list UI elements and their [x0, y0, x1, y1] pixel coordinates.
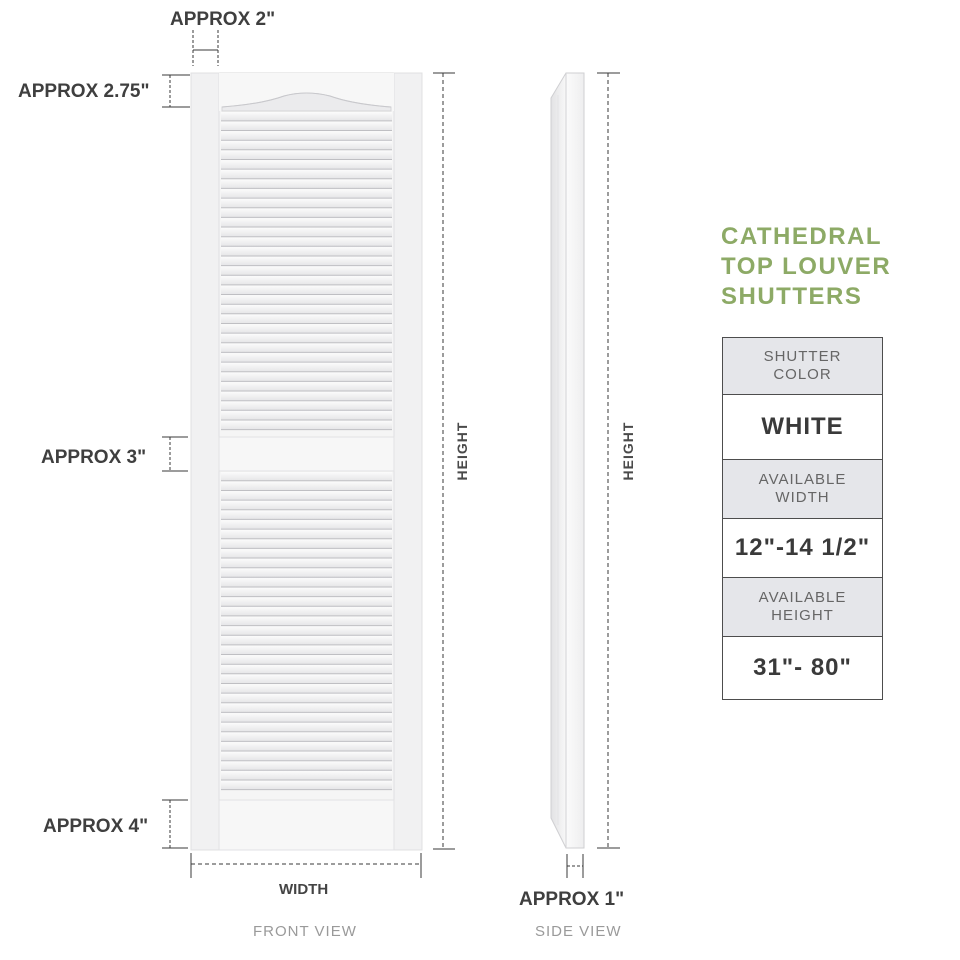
louver-slat [221, 179, 392, 189]
available-width-value: 12"-14 1/2" [722, 518, 883, 578]
louver-slat [221, 529, 392, 539]
shutter-color-value: WHITE [722, 394, 883, 460]
louver-slat [221, 237, 392, 246]
louver-slat [221, 420, 392, 430]
louver-slat [221, 722, 392, 732]
available-width-label-line2: WIDTH [775, 489, 830, 506]
louver-slat [221, 684, 392, 693]
louver-slat [221, 491, 392, 500]
louver-slat [221, 626, 392, 635]
middle-rail-dimension-label: APPROX 3" [41, 447, 147, 468]
louver-slat [221, 732, 392, 741]
louver-slat [221, 121, 392, 131]
louver-slat [221, 131, 392, 140]
front-height-label: HEIGHT [454, 421, 470, 481]
louver-slat [221, 247, 392, 256]
louver-slat [221, 227, 392, 237]
louver-slat [221, 266, 392, 275]
shutter-color-label-line2: COLOR [773, 366, 832, 383]
louver-slat [221, 198, 392, 208]
louver-slat [221, 150, 392, 160]
louver-slat [221, 761, 392, 770]
louver-slat [221, 411, 392, 420]
title-line-2: TOP LOUVER [721, 253, 892, 280]
louver-slat [221, 510, 392, 520]
louver-slat [221, 713, 392, 722]
louver-slat [221, 587, 392, 597]
shutter-color-header: SHUTTER COLOR [722, 337, 883, 395]
louver-slat [221, 305, 392, 314]
louver-slat [221, 218, 392, 227]
dimension-lines [162, 30, 620, 878]
available-height-value: 31"- 80" [722, 636, 883, 700]
louver-slat [221, 112, 392, 121]
side-view-caption: SIDE VIEW [535, 923, 622, 940]
louver-slat [221, 333, 392, 343]
louver-slat [221, 655, 392, 664]
louver-slat [221, 616, 392, 626]
lower-louvers [221, 472, 392, 791]
louver-slat [221, 189, 392, 198]
front-view-caption: FRONT VIEW [253, 923, 357, 940]
width-dimension-label: WIDTH [279, 881, 329, 898]
louver-slat [221, 607, 392, 616]
side-view-shutter [550, 72, 585, 849]
louver-slat [221, 703, 392, 713]
louver-slat [221, 578, 392, 587]
bottom-rail-dimension-label: APPROX 4" [43, 816, 149, 837]
available-height-label-line1: AVAILABLE [758, 589, 847, 606]
louver-slat [221, 665, 392, 674]
louver-slat [221, 169, 392, 179]
louver-slat [221, 276, 392, 285]
louver-slat [221, 343, 392, 353]
louver-slat [221, 693, 392, 703]
louver-slat [221, 558, 392, 568]
available-width-label-line1: AVAILABLE [758, 471, 847, 488]
louver-slat [221, 481, 392, 491]
louver-slat [221, 780, 392, 790]
louver-slat [221, 472, 392, 481]
louver-slat [221, 362, 392, 372]
louver-slat [221, 256, 392, 266]
side-height-label: HEIGHT [620, 421, 636, 481]
louver-slat [221, 539, 392, 548]
louver-slat [221, 324, 392, 333]
louver-slat [221, 314, 392, 324]
louver-slat [221, 520, 392, 529]
front-view-shutter [190, 72, 423, 851]
louver-slat [221, 500, 392, 510]
louver-slat [221, 382, 392, 391]
louver-slat [221, 285, 392, 295]
louver-slat [221, 674, 392, 684]
upper-louvers [221, 112, 392, 431]
louver-slat [221, 208, 392, 217]
louver-slat [221, 742, 392, 751]
louver-slat [221, 353, 392, 362]
product-title: CATHEDRAL TOP LOUVER SHUTTERS [721, 222, 891, 312]
available-width-header: AVAILABLE WIDTH [722, 459, 883, 519]
louver-slat [221, 645, 392, 655]
shutter-color-label-line1: SHUTTER [763, 348, 842, 365]
top-stile-dimension-label: APPROX 2" [170, 9, 276, 30]
top-rail-dimension-label: APPROX 2.75" [18, 81, 150, 102]
depth-dimension-label: APPROX 1" [519, 889, 625, 910]
title-line-3: SHUTTERS [721, 283, 863, 310]
louver-slat [221, 295, 392, 304]
available-height-header: AVAILABLE HEIGHT [722, 577, 883, 637]
louver-slat [221, 636, 392, 645]
title-line-1: CATHEDRAL [721, 223, 883, 250]
available-height-label-line2: HEIGHT [771, 607, 834, 624]
louver-slat [221, 391, 392, 401]
louver-slat [221, 771, 392, 780]
louver-slat [221, 568, 392, 577]
louver-slat [221, 141, 392, 150]
louver-slat [221, 597, 392, 606]
louver-slat [221, 549, 392, 558]
louver-slat [221, 401, 392, 410]
spec-table: SHUTTER COLOR WHITE AVAILABLE WIDTH 12"-… [722, 337, 883, 700]
louver-slat [221, 751, 392, 761]
louver-slat [221, 160, 392, 169]
louver-slat [221, 372, 392, 381]
